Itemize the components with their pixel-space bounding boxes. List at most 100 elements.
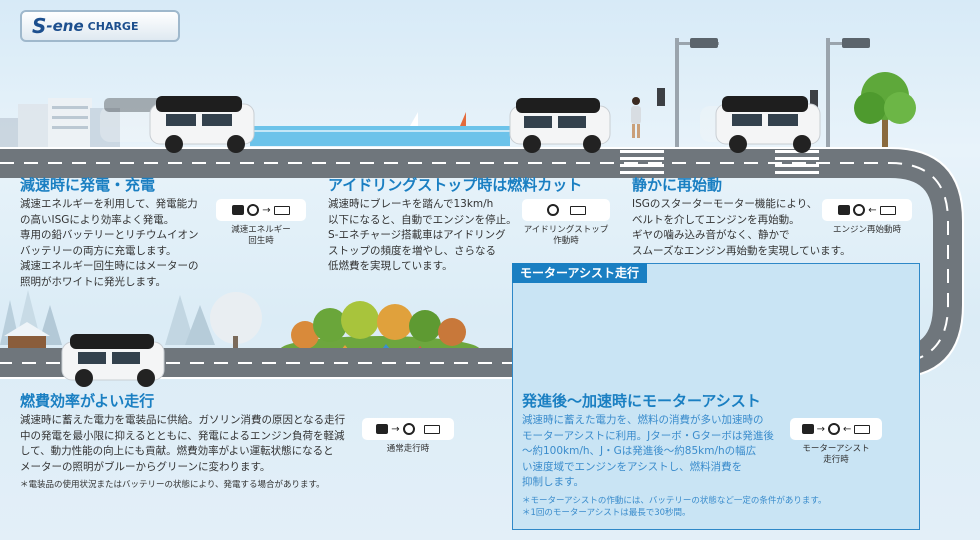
restart-line: スムーズなエンジン再始動を実現しています。 (632, 244, 851, 257)
sea (250, 126, 510, 146)
restart-line: ギヤの噛み込み音がなく、静かで (632, 229, 790, 241)
motor-wheel-icon (402, 423, 415, 435)
restart-line: ベルトを介してエンジンを再始動。 (632, 213, 800, 226)
restart-title: 静かに再始動 (632, 176, 723, 194)
restart-line: ISGのスターターモーター機能により、 (632, 198, 818, 210)
motor-assist-panel (512, 263, 920, 530)
engine-icon (376, 424, 389, 434)
arrow-left-icon: ← (843, 423, 852, 435)
motor-wheel-icon (828, 423, 840, 435)
assist-line: 抑制します。 (522, 476, 584, 488)
assist-line: モーターアシストに利用。Jターボ・Gターボは発進後 (522, 429, 774, 442)
tree-upper-right (854, 72, 916, 148)
idle-stop-line: 低燃費を実現しています。 (328, 260, 453, 272)
engine-icon (838, 205, 851, 215)
motor-wheel-icon (546, 204, 559, 216)
arrow-right-icon: → (262, 204, 271, 216)
idle-stop-line: 以下になると、自動でエンジンを停止。 (328, 213, 517, 226)
sailboat-1 (410, 112, 418, 126)
assist-line: ～約100km/h、J・Gは発進後～約85km/hの幅広 (522, 445, 757, 457)
section-efficient: 燃費効率がよい走行 減速時に蓄えた電力を電装品に供給。ガソリン消費の原因となる走… (20, 392, 345, 491)
assist-line: い速度域でエンジンをアシストし、燃料消費を (522, 460, 743, 473)
car-idle-stop (509, 98, 611, 153)
efficient-icon-caption: 通常走行時 (362, 444, 454, 455)
regen-line: 照明がホワイトに発光します。 (20, 275, 166, 288)
battery-icon (854, 424, 871, 434)
sailboat-2 (460, 112, 466, 126)
engine-icon (232, 205, 245, 215)
assist-note: ＊モーターアシストの作動には、バッテリーの状態など一定の条件があります。 (522, 495, 827, 506)
efficient-line: して、動力性能の向上にも貢献。燃費効率がよい運転状態になると (20, 445, 334, 457)
city-buildings (0, 98, 120, 148)
caption-line: 回生時 (248, 236, 274, 246)
section-regen: 減速時に発電・充電 減速エネルギーを利用して、発電能力 の高いISGにより効率よ… (20, 176, 199, 290)
motor-assist-panel-label: モーターアシスト走行 (512, 263, 648, 283)
car-efficient (61, 334, 165, 387)
restart-icon-caption: エンジン再始動時 (822, 225, 912, 236)
idle-stop-icon-caption: アイドリングストップ 作動時 (522, 225, 610, 247)
regen-line: 減速エネルギー回生時にはメーターの (20, 260, 199, 272)
section-idle-stop: アイドリングストップ時は燃料カット 減速時にブレーキを踏んで13km/h 以下に… (328, 176, 582, 275)
engine-icon (801, 424, 814, 434)
traffic-signal-2 (810, 38, 870, 150)
section-restart: 静かに再始動 ISGのスターターモーター機能により、 ベルトを介してエンジンを再… (632, 176, 851, 259)
traffic-signal-1 (657, 38, 719, 150)
idle-stop-line: ストップの頻度を増やし、さらなる (328, 244, 496, 257)
car-restart (700, 96, 821, 153)
efficient-body: 減速時に蓄えた電力を電装品に供給。ガソリン消費の原因となる走行 中の発電を最小限… (20, 413, 345, 475)
car-regen (100, 96, 255, 153)
crosswalk-1 (620, 150, 664, 174)
idle-stop-body: 減速時にブレーキを踏んで13km/h 以下になると、自動でエンジンを停止。 S-… (328, 197, 582, 275)
assist-body: 減速時に蓄えた電力を、燃料の消費が多い加速時の モーターアシストに利用。Jターボ… (522, 413, 826, 491)
regen-line: バッテリーの両方に充電します。 (20, 244, 177, 257)
caption-line: 通常走行時 (386, 444, 430, 454)
battery-icon (423, 424, 440, 434)
caption-line: 減速エネルギー (231, 225, 291, 235)
regen-line: 減速エネルギーを利用して、発電能力 (20, 198, 198, 210)
battery-icon (569, 205, 586, 215)
regen-icon-group: → 減速エネルギー 回生時 (216, 199, 306, 247)
idle-stop-line: S-エネチャージ搭載車はアイドリング (328, 229, 506, 241)
restart-flow-diagram: ← (822, 199, 912, 221)
motor-wheel-icon (247, 204, 260, 216)
assist-title: 発進後～加速時にモーターアシスト (522, 392, 761, 410)
caption-line: 作動時 (553, 236, 579, 246)
regen-icon-caption: 減速エネルギー 回生時 (216, 225, 306, 247)
regen-body: 減速エネルギーを利用して、発電能力 の高いISGにより効率よく発電。 専用の鉛バ… (20, 197, 199, 290)
crosswalk-2 (775, 150, 819, 174)
caption-line: アイドリングストップ (523, 225, 609, 235)
caption-line: 走行時 (823, 455, 849, 465)
idle-stop-flow-diagram (522, 199, 610, 221)
regen-flow-diagram: → (216, 199, 306, 221)
efficient-icon-group: → 通常走行時 (362, 418, 454, 455)
assist-note: ＊1回のモーターアシストは最長で30秒間。 (522, 507, 691, 518)
efficient-line: メーターの照明がブルーからグリーンに変わります。 (20, 460, 271, 473)
caption-line: モーターアシスト (802, 444, 870, 454)
caption-line: エンジン再始動時 (832, 225, 901, 235)
pedestrian (631, 97, 641, 138)
logo-s: S (32, 14, 47, 38)
s-ene-charge-logo: S -ene CHARGE (20, 10, 180, 42)
efficient-line: 中の発電を最小限に抑えるとともに、発電によるエンジン負荷を軽減 (20, 429, 345, 442)
idle-stop-line: 減速時にブレーキを踏んで13km/h (328, 198, 494, 210)
idle-stop-title: アイドリングストップ時は燃料カット (328, 176, 583, 194)
motor-wheel-icon (853, 204, 866, 216)
idle-stop-icon-group: アイドリングストップ 作動時 (522, 199, 610, 247)
section-assist: 発進後～加速時にモーターアシスト 減速時に蓄えた電力を、燃料の消費が多い加速時の… (522, 392, 826, 519)
arrow-right-icon: → (816, 423, 825, 435)
assist-icon-group: → ← モーターアシスト 走行時 (790, 418, 882, 466)
regen-line: の高いISGにより効率よく発電。 (20, 213, 175, 226)
regen-line: 専用の鉛バッテリーとリチウムイオン (20, 229, 199, 241)
battery-icon (879, 205, 896, 215)
assist-line: 減速時に蓄えた電力を、燃料の消費が多い加速時の (522, 414, 764, 426)
assist-notes: ＊モーターアシストの作動には、バッテリーの状態など一定の条件があります。 ＊1回… (522, 495, 826, 519)
logo-charge: CHARGE (87, 19, 139, 33)
efficient-note: ＊電装品の使用状況またはバッテリーの状態により、発電する場合があります。 (20, 480, 325, 490)
assist-icon-caption: モーターアシスト 走行時 (790, 444, 882, 466)
restart-icon-group: ← エンジン再始動時 (822, 199, 912, 236)
arrow-left-icon: ← (868, 204, 877, 216)
assist-flow-diagram: → ← (790, 418, 882, 440)
efficient-line: 減速時に蓄えた電力を電装品に供給。ガソリン消費の原因となる走行 (20, 414, 346, 426)
